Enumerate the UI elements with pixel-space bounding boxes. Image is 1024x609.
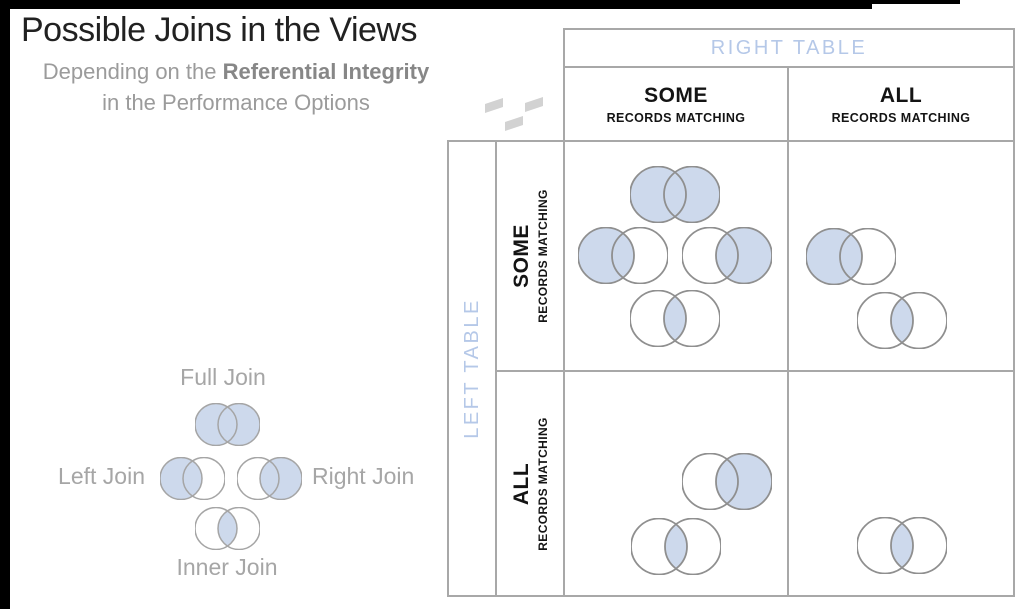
col-header-some-title: SOME [644, 83, 708, 107]
subtitle-line2: in the Performance Options [102, 90, 370, 116]
full-join-venn-legend [194, 402, 261, 447]
frame-bar-top-thin [872, 0, 960, 4]
matrix-cell-all-some [563, 370, 789, 597]
inner-join-venn [630, 517, 722, 576]
subtitle-prefix: Depending on the [42, 59, 223, 84]
left-join-venn [805, 227, 897, 286]
right-join-venn [681, 452, 773, 511]
page-title: Possible Joins in the Views [21, 11, 417, 49]
row-header-some: SOME RECORDS MATCHING [495, 140, 565, 372]
inner-join-venn [629, 289, 721, 348]
left-join-venn [577, 226, 669, 285]
frame-bar-top [0, 0, 872, 9]
col-header-all: ALL RECORDS MATCHING [787, 66, 1015, 142]
row-header-all: ALL RECORDS MATCHING [495, 370, 565, 597]
right-table-header: RIGHT TABLE [563, 28, 1015, 68]
subtitle-bold: Referential Integrity [222, 59, 430, 84]
legend-label-full-join: Full Join [180, 364, 266, 390]
col-header-some: SOME RECORDS MATCHING [563, 66, 789, 142]
row-header-all-title: ALL [510, 462, 534, 505]
row-header-some-subtitle: RECORDS MATCHING [536, 189, 551, 323]
matrix-cell-some-all [787, 140, 1015, 372]
full-join-venn [629, 165, 721, 224]
col-header-some-subtitle: RECORDS MATCHING [606, 110, 746, 125]
page-subtitle: Depending on the Referential Integrity i… [18, 56, 454, 118]
left-table-header: LEFT TABLE [447, 140, 497, 597]
inner-join-venn [856, 516, 948, 575]
matrix-cell-some-some [563, 140, 789, 372]
legend-label-inner-join: Inner Join [176, 554, 278, 580]
legend-label-left-join: Left Join [58, 463, 145, 489]
right-join-venn-legend [236, 456, 303, 501]
col-header-all-title: ALL [879, 83, 923, 107]
left-join-venn-legend [159, 456, 226, 501]
inner-join-venn-legend [194, 506, 261, 551]
left-table-header-label: LEFT TABLE [460, 298, 483, 439]
frame-bar-left [0, 0, 10, 609]
matrix-cell-all-all [787, 370, 1015, 597]
row-header-all-subtitle: RECORDS MATCHING [536, 416, 551, 551]
slanted-dashes-logo-icon [485, 97, 543, 131]
legend-label-right-join: Right Join [312, 463, 415, 489]
right-join-venn [681, 226, 773, 285]
inner-join-venn [856, 291, 948, 350]
col-header-all-subtitle: RECORDS MATCHING [831, 110, 971, 125]
row-header-some-title: SOME [510, 224, 534, 288]
